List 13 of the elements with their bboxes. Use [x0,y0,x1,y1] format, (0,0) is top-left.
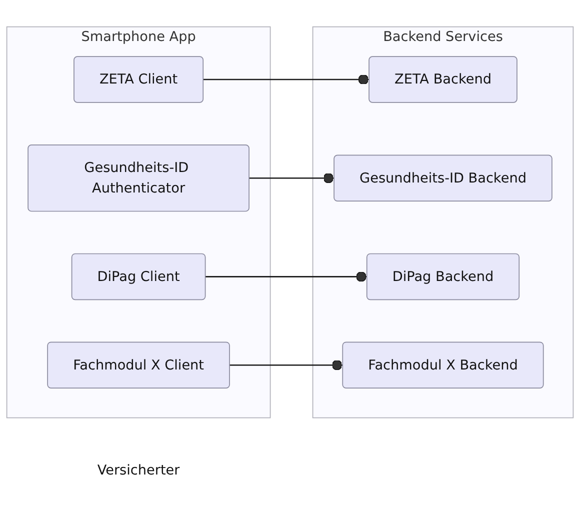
connector [230,360,343,371]
connector [249,173,334,184]
node-text: Versicherter [97,462,180,479]
connector [203,74,370,86]
node-box: Fachmodul X Client [47,342,230,389]
node-box: ZETA Client [74,56,204,104]
node-box: DiPag Client [71,254,206,300]
node-box: ZETA Backend [368,56,518,104]
node-box: Gesundheits-ID Backend [334,155,552,202]
node-box: Fachmodul X Backend [342,342,544,389]
node-box: Gesundheits-ID Authenticator [28,144,250,212]
connector [205,272,367,282]
node-box: DiPag Backend [366,254,520,300]
